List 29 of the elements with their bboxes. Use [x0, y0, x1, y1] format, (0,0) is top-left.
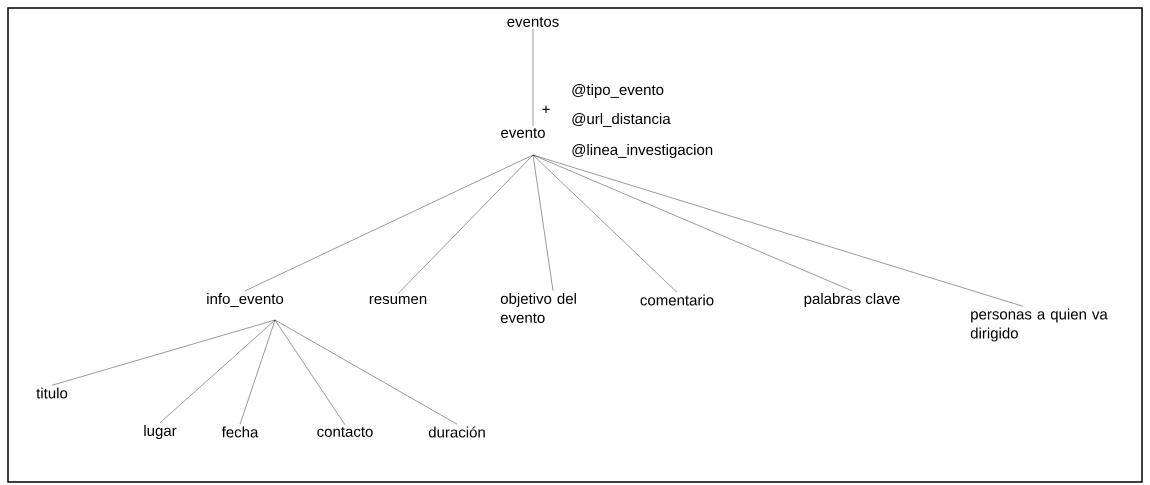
node-text: personas a quien va dirigido	[970, 308, 1108, 342]
node-text: evento	[501, 128, 545, 138]
connector-line	[532, 28, 534, 127]
connector-line	[244, 154, 534, 292]
node-text: lugar	[144, 425, 177, 439]
node-text: palabras clave	[804, 293, 900, 307]
node-text: contacto	[317, 427, 373, 437]
node-text: info_evento	[207, 293, 284, 307]
connector-line	[274, 319, 346, 426]
node-text: eventos	[507, 17, 559, 27]
node-text: duración	[428, 426, 485, 438]
connector-line	[274, 319, 458, 425]
connector-line	[159, 319, 276, 423]
node-text: objetivo del evento	[500, 293, 576, 323]
connector-line	[532, 154, 678, 293]
node-text: fecha	[221, 426, 259, 438]
node-text: resumen	[369, 295, 427, 305]
connector-line	[51, 319, 276, 386]
connector-line	[532, 154, 554, 291]
node-text: comentario	[640, 294, 714, 306]
attribute-label: +	[542, 105, 550, 113]
connector-line	[532, 154, 1024, 307]
node-text: titulo	[36, 387, 68, 399]
connector-line	[239, 319, 276, 425]
attribute-label: @tipo_evento	[572, 84, 664, 98]
attribute-label: @linea_investigacion	[572, 144, 713, 158]
connector-line	[532, 154, 853, 291]
connector-line	[397, 154, 534, 294]
attribute-label: @url_distancia	[572, 113, 671, 127]
